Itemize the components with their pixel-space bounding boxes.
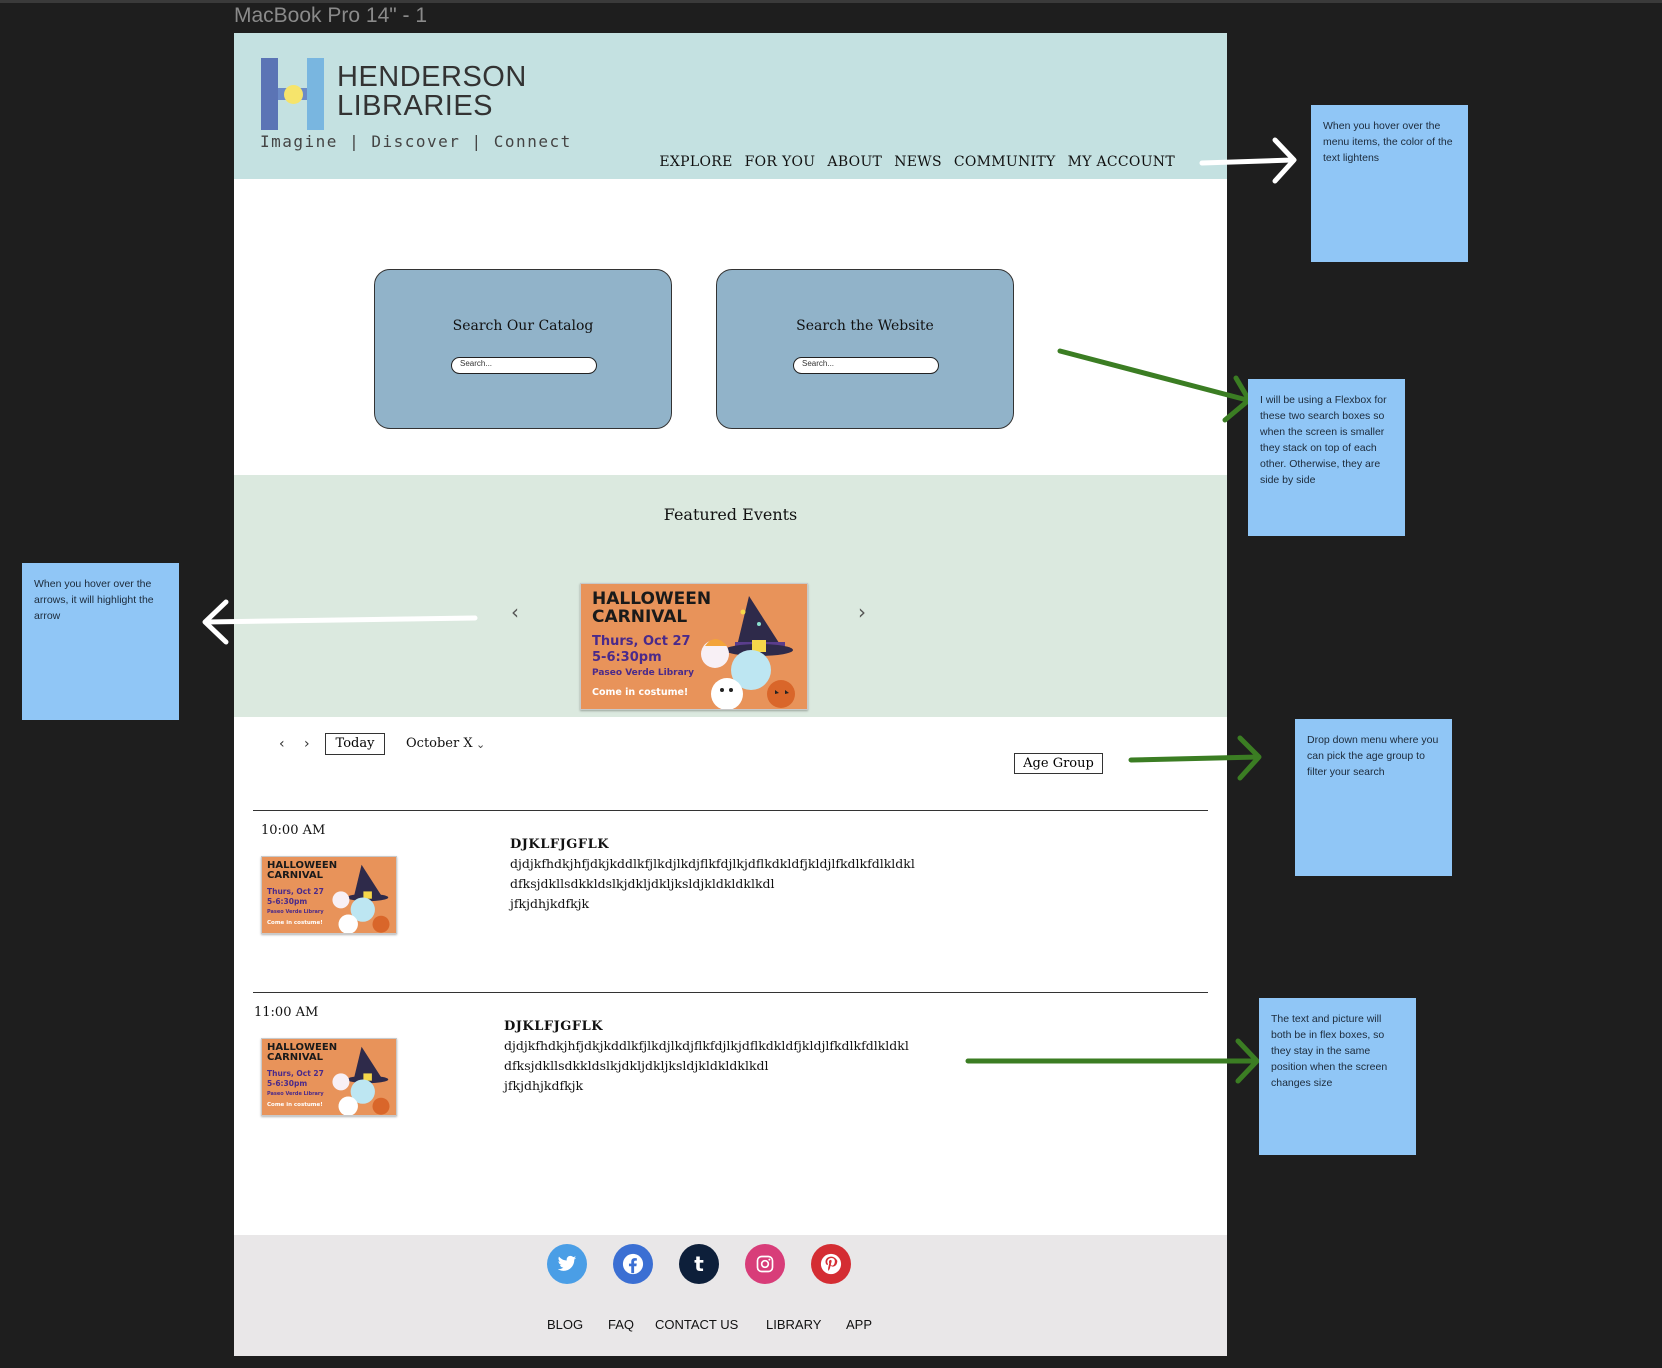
brand-tagline: Imagine | Discover | Connect xyxy=(260,132,572,151)
event-time: 11:00 AM xyxy=(254,1005,319,1020)
carousel-next-arrow-icon[interactable]: › xyxy=(858,600,866,624)
website-search-input[interactable]: Search... xyxy=(793,357,939,374)
event-divider xyxy=(253,992,1208,993)
featured-events-section: Featured Events ‹ › HALLOWEEN CARNIVAL T… xyxy=(234,475,1227,717)
brand-name: HENDERSON LIBRARIES xyxy=(337,63,527,121)
card-date: Thurs, Oct 27 xyxy=(592,634,691,649)
event-description-line: jfkjdhjkdfkjk xyxy=(504,1078,584,1093)
pinterest-icon[interactable] xyxy=(811,1244,851,1284)
witch-ghost-illustration-icon xyxy=(332,1046,390,1115)
event-description-line: jfkjdhjkdfkjk xyxy=(510,896,590,911)
witch-ghost-illustration-icon xyxy=(701,596,795,709)
event-divider xyxy=(253,810,1208,811)
featured-event-image[interactable]: HALLOWEEN CARNIVAL Thurs, Oct 27 5-6:30p… xyxy=(580,583,808,710)
sticky-note-arrows-hover: When you hover over the arrows, it will … xyxy=(22,563,179,720)
card-place: Paseo Verde Library xyxy=(592,668,694,678)
calendar-next-icon[interactable]: › xyxy=(304,736,310,752)
card-title-line-1: HALLOWEEN xyxy=(592,589,712,609)
card-time: 5-6:30pm xyxy=(592,650,662,665)
website-search-title: Search the Website xyxy=(796,318,934,334)
event-description-line: dfksjdkllsdkkldslkjdkljdkljksldjkldkldkl… xyxy=(510,876,775,891)
tumblr-icon[interactable]: t xyxy=(679,1244,719,1284)
age-group-dropdown[interactable]: Age Group xyxy=(1014,753,1103,774)
calendar-prev-icon[interactable]: ‹ xyxy=(279,736,285,752)
sticky-note-nav-hover: When you hover over the menu items, the … xyxy=(1311,105,1468,262)
footer-link-faq[interactable]: FAQ xyxy=(608,1317,635,1332)
carousel-prev-arrow-icon[interactable]: ‹ xyxy=(511,600,519,624)
green-arrow-flexbox xyxy=(1057,348,1252,423)
site-footer: t BLOG FAQ CONTACT US LIBRARY APP xyxy=(234,1235,1227,1356)
brand-line-1: HENDERSON xyxy=(337,61,527,93)
nav-item-explore[interactable]: EXPLORE xyxy=(659,154,733,170)
card-note: Come in costume! xyxy=(592,687,689,698)
today-button[interactable]: Today xyxy=(325,733,385,755)
sticky-note-dropdown: Drop down menu where you can pick the ag… xyxy=(1295,719,1452,876)
event-time: 10:00 AM xyxy=(261,823,326,838)
witch-ghost-illustration-icon xyxy=(332,864,390,933)
catalog-search-title: Search Our Catalog xyxy=(452,318,594,334)
brand-line-2: LIBRARIES xyxy=(337,90,493,122)
library-logo-icon[interactable] xyxy=(261,58,327,130)
featured-events-title: Featured Events xyxy=(663,505,798,524)
card-title-line-2: CARNIVAL xyxy=(592,607,688,627)
website-search-box: Search the Website Search... xyxy=(716,269,1014,429)
green-arrow-flex-text xyxy=(965,1038,1260,1084)
nav-item-my-account[interactable]: MY ACCOUNT xyxy=(1067,154,1175,170)
event-title: DJKLFJGFLK xyxy=(510,837,610,852)
footer-link-app[interactable]: APP xyxy=(846,1317,873,1332)
nav-item-for-you[interactable]: FOR YOU xyxy=(744,154,816,170)
event-thumbnail[interactable]: HALLOWEEN CARNIVAL Thurs, Oct 27 5-6:30p… xyxy=(261,856,397,934)
event-description-line: dfksjdkllsdkkldslkjdkljdkljksldjkldkldkl… xyxy=(504,1058,769,1073)
nav-item-news[interactable]: NEWS xyxy=(894,154,942,170)
event-description-line: djdjkfhdkjhfjdkjkddlkfjlkdjlkdjflkfdjlkj… xyxy=(510,856,915,871)
chevron-down-icon[interactable]: ⌄ xyxy=(476,738,486,751)
event-title: DJKLFJGFLK xyxy=(504,1019,604,1034)
frame-title: MacBook Pro 14" - 1 xyxy=(234,4,428,27)
white-arrow-left xyxy=(202,599,478,645)
event-thumbnail[interactable]: HALLOWEEN CARNIVAL Thurs, Oct 27 5-6:30p… xyxy=(261,1038,397,1116)
month-selector[interactable]: October X xyxy=(406,736,473,751)
sticky-note-flexbox: I will be using a Flexbox for these two … xyxy=(1248,379,1405,536)
catalog-search-input[interactable]: Search... xyxy=(451,357,597,374)
nav-item-about[interactable]: ABOUT xyxy=(827,154,883,170)
site-header: HENDERSON LIBRARIES Imagine | Discover |… xyxy=(234,33,1227,179)
green-arrow-dropdown xyxy=(1128,735,1262,781)
canvas-top-border xyxy=(0,0,1662,3)
twitter-icon[interactable] xyxy=(547,1244,587,1284)
page-frame: HENDERSON LIBRARIES Imagine | Discover |… xyxy=(234,33,1227,1356)
footer-link-contact-us[interactable]: CONTACT US xyxy=(655,1317,739,1332)
instagram-icon[interactable] xyxy=(745,1244,785,1284)
white-arrow-right xyxy=(1199,137,1297,184)
event-description-line: djdjkfhdkjhfjdkjkddlkfjlkdjlkdjflkfdjlkj… xyxy=(504,1038,909,1053)
main-nav: EXPLORE FOR YOU ABOUT NEWS COMMUNITY MY … xyxy=(659,154,1175,170)
nav-item-community[interactable]: COMMUNITY xyxy=(953,154,1056,170)
footer-link-blog[interactable]: BLOG xyxy=(547,1317,584,1332)
footer-link-library[interactable]: LIBRARY xyxy=(766,1317,822,1332)
catalog-search-box: Search Our Catalog Search... xyxy=(374,269,672,429)
sticky-note-flex-text: The text and picture will both be in fle… xyxy=(1259,998,1416,1155)
facebook-icon[interactable] xyxy=(613,1244,653,1284)
